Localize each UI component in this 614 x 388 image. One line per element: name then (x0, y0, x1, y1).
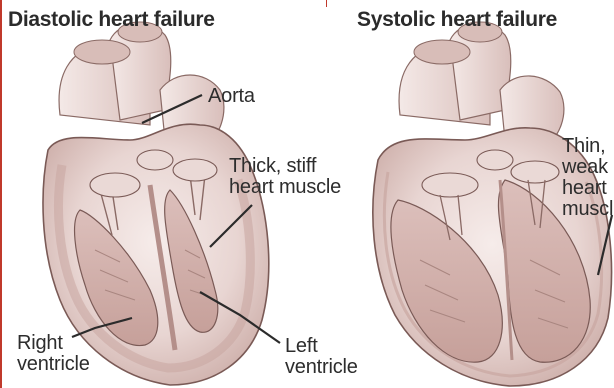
thin-muscle-label-line3: heart (562, 178, 607, 199)
systolic-title: Systolic heart failure (357, 8, 557, 32)
aorta-label: Aorta (208, 86, 255, 107)
thin-muscle-label-line4: muscle (562, 199, 614, 220)
right-ventricle-label-line1: Right (17, 333, 63, 354)
thin-muscle-label-line1: Thin, (562, 136, 605, 157)
thick-muscle-label-line1: Thick, stiff (229, 156, 316, 177)
left-ventricle-label-line1: Left (285, 336, 318, 357)
diastolic-heart (43, 22, 280, 385)
right-ventricle-label-line2: ventricle (17, 354, 90, 375)
diastolic-title: Diastolic heart failure (8, 8, 215, 32)
thick-muscle-label-line2: heart muscle (229, 177, 341, 198)
thin-muscle-label-line2: weak (562, 157, 608, 178)
left-ventricle-label-line2: ventricle (285, 357, 358, 378)
